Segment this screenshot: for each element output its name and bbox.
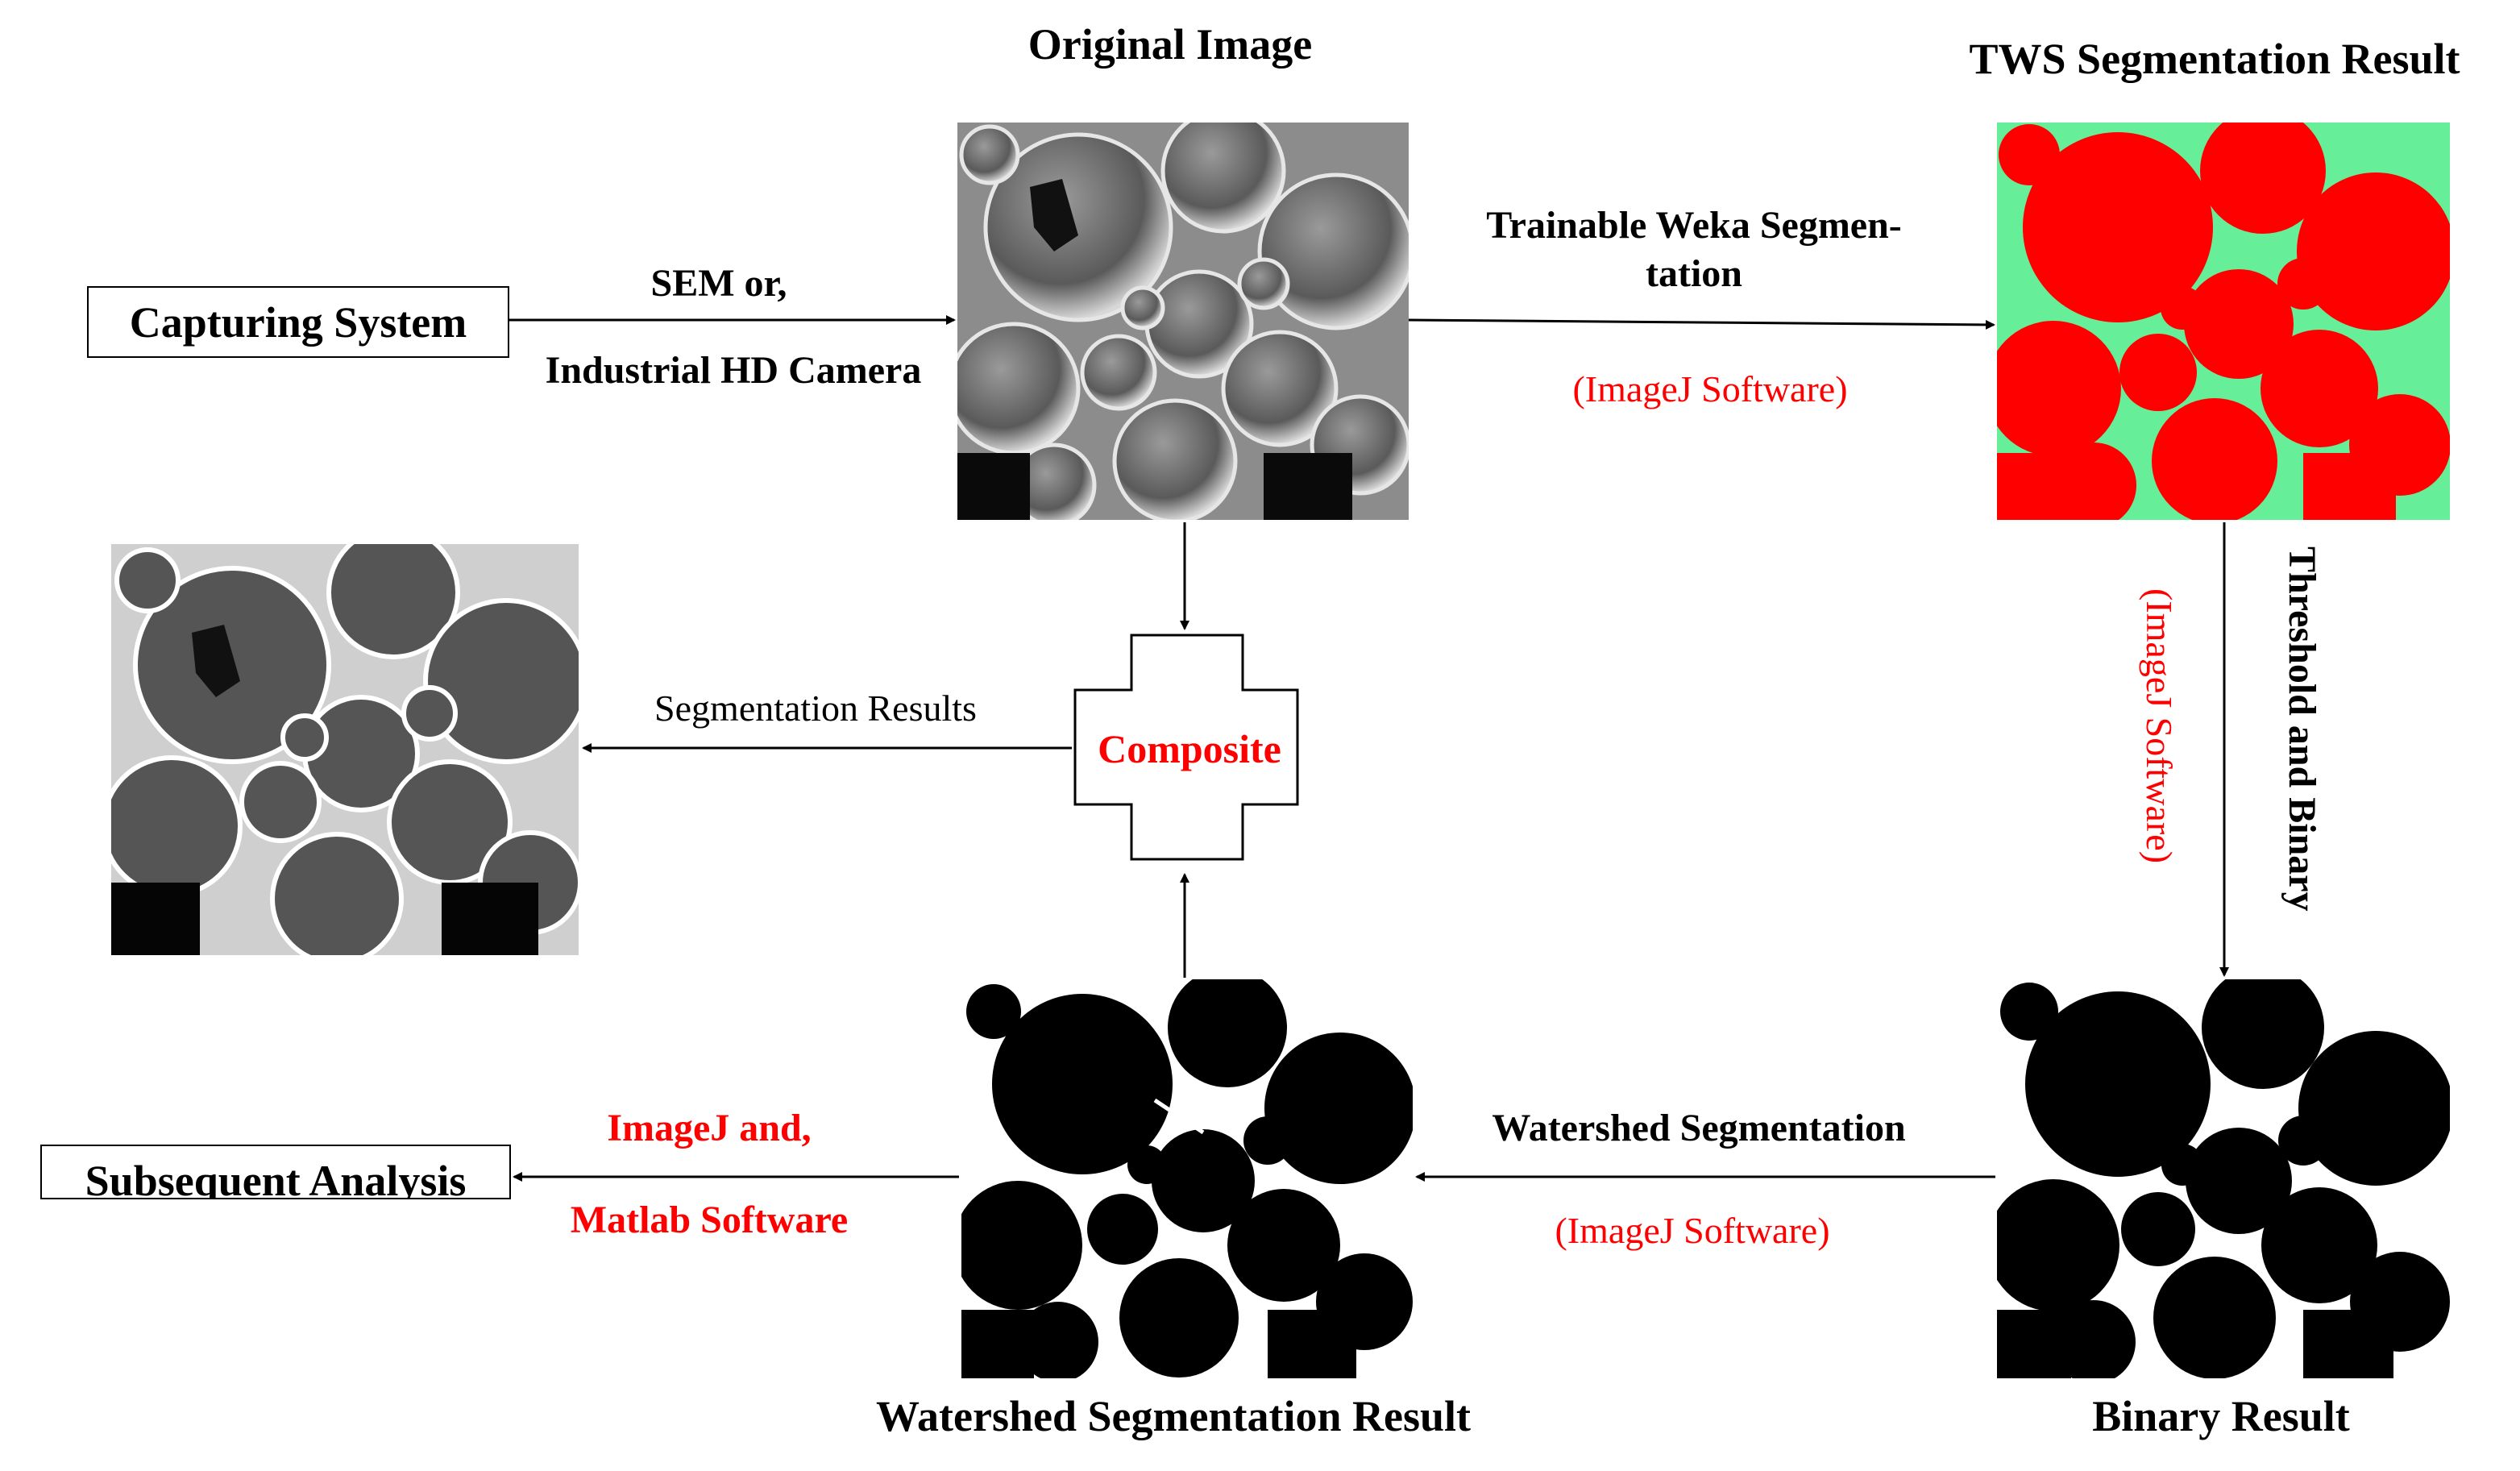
title-original-image: Original Image [1028, 20, 1313, 69]
tws-segmentation-image [1997, 123, 2450, 520]
title-watershed-result: Watershed Segmentation Result [876, 1392, 1471, 1440]
capturing-system-box: Capturing System [87, 286, 509, 358]
label-imagej-and: ImageJ and, [607, 1107, 812, 1149]
title-tws-result: TWS Segmentation Result [1969, 35, 2460, 83]
composite-label: Composite [1098, 726, 1281, 771]
capturing-system-label: Capturing System [129, 297, 467, 347]
title-binary-result: Binary Result [2092, 1392, 2350, 1440]
subsequent-analysis-box: Subsequent Analysis [40, 1145, 511, 1199]
composite-cross-shape [1073, 634, 1299, 861]
label-sem: SEM or, [650, 262, 787, 305]
label-imagej-right: (ImageJ Software) [2139, 588, 2180, 864]
original-image [957, 123, 1409, 520]
label-weka-line1: Trainable Weka Segmen- [1486, 204, 1902, 247]
label-industrial-camera: Industrial HD Camera [545, 349, 922, 392]
binary-result-image [1997, 979, 2450, 1378]
label-threshold-binary: Threshold and Binary [2281, 546, 2323, 912]
label-imagej-bottom: (ImageJ Software) [1555, 1210, 1830, 1251]
label-imagej-top: (ImageJ Software) [1572, 368, 1848, 409]
label-matlab-software: Matlab Software [570, 1199, 849, 1241]
label-weka-line2: tation [1646, 252, 1742, 295]
subsequent-analysis-label: Subsequent Analysis [85, 1157, 467, 1199]
label-segmentation-results: Segmentation Results [654, 688, 977, 729]
watershed-result-image [961, 979, 1413, 1378]
segmentation-results-image [111, 544, 579, 955]
label-watershed-segmentation: Watershed Segmentation [1492, 1107, 1906, 1149]
arrow-original-to-tws [1408, 318, 1995, 330]
